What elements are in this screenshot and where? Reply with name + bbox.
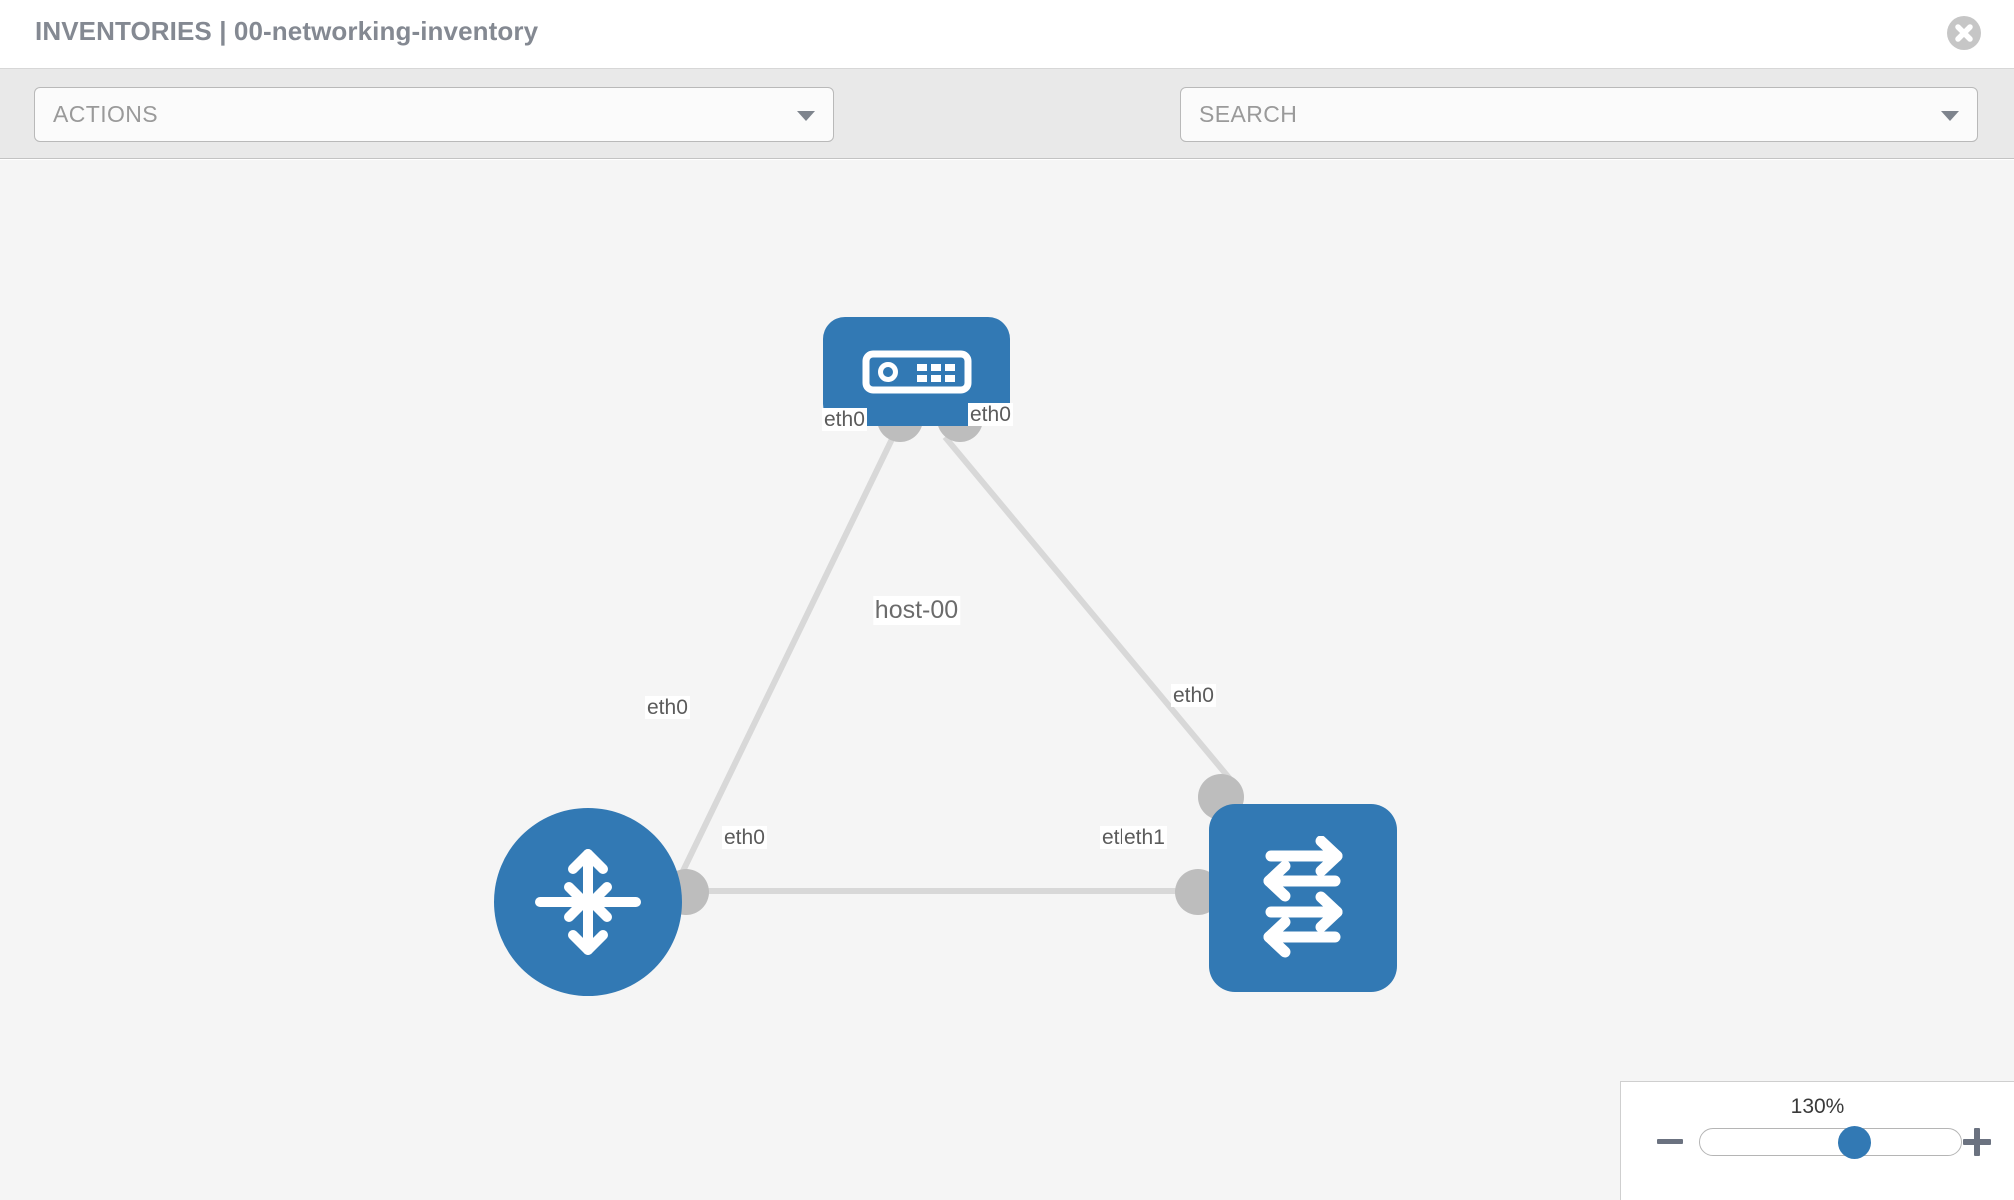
server-icon [862, 350, 971, 393]
switch-arrows-icon [1263, 836, 1343, 958]
switch-node-shape [1209, 804, 1397, 992]
edge-host-router [665, 435, 896, 904]
window-header: INVENTORIES | 00-networking-inventory [0, 0, 2014, 69]
plus-icon[interactable] [1963, 1128, 1991, 1156]
topology-edges [665, 435, 1238, 904]
search-placeholder: SEARCH [1199, 101, 1298, 127]
router-node-shape [494, 808, 682, 996]
topology-node-switch-00[interactable]: switch-00 [1209, 804, 1397, 992]
zoom-level-value: 130% [1790, 1095, 1845, 1118]
actions-dropdown[interactable]: ACTIONS [34, 87, 834, 142]
actions-dropdown-label: ACTIONS [53, 101, 159, 127]
router-arrows-icon [535, 849, 641, 955]
edge-host-switch [942, 435, 1238, 787]
iface-label-host-left: eth0 [822, 408, 867, 432]
iface-label-switch-diagonal: eth0 [1171, 684, 1216, 708]
minus-icon[interactable] [1657, 1139, 1683, 1144]
host-node-label: host-00 [872, 596, 961, 625]
close-icon[interactable] [1947, 16, 1981, 50]
iface-label-host-right: eth0 [968, 403, 1013, 427]
chevron-down-icon[interactable] [1941, 111, 1959, 121]
zoom-slider-track[interactable] [1699, 1126, 1962, 1159]
iface-label-router-diagonal: eth0 [645, 696, 690, 720]
topology-node-router-00[interactable]: router-00 [494, 808, 682, 996]
zoom-control-panel: 130% [1620, 1081, 2014, 1200]
chevron-down-icon [797, 111, 815, 121]
zoom-slider-handle[interactable] [1838, 1126, 1871, 1159]
search-input[interactable]: SEARCH [1180, 87, 1978, 142]
iface-label-router-right: eth0 [722, 826, 767, 850]
toolbar: ACTIONS SEARCH [0, 69, 2014, 198]
topology-canvas[interactable]: host-00 [0, 160, 2014, 1200]
page-title: INVENTORIES | 00-networking-inventory [35, 16, 539, 46]
iface-label-switch-left-b: eth1 [1122, 826, 1167, 850]
